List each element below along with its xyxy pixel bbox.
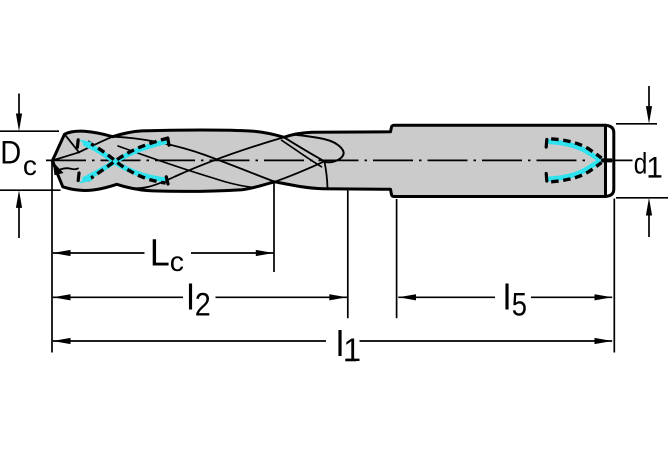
svg-text:l: l	[336, 323, 344, 364]
svg-text:l: l	[187, 277, 195, 318]
svg-text:c: c	[170, 246, 184, 277]
svg-text:2: 2	[195, 287, 211, 323]
svg-text:c: c	[23, 150, 37, 181]
svg-text:1: 1	[646, 152, 663, 185]
svg-text:D: D	[0, 135, 21, 171]
svg-text:d: d	[634, 148, 648, 181]
svg-text:1: 1	[343, 332, 361, 368]
svg-text:5: 5	[512, 287, 527, 323]
svg-text:l: l	[503, 277, 511, 318]
svg-text:L: L	[150, 233, 170, 275]
